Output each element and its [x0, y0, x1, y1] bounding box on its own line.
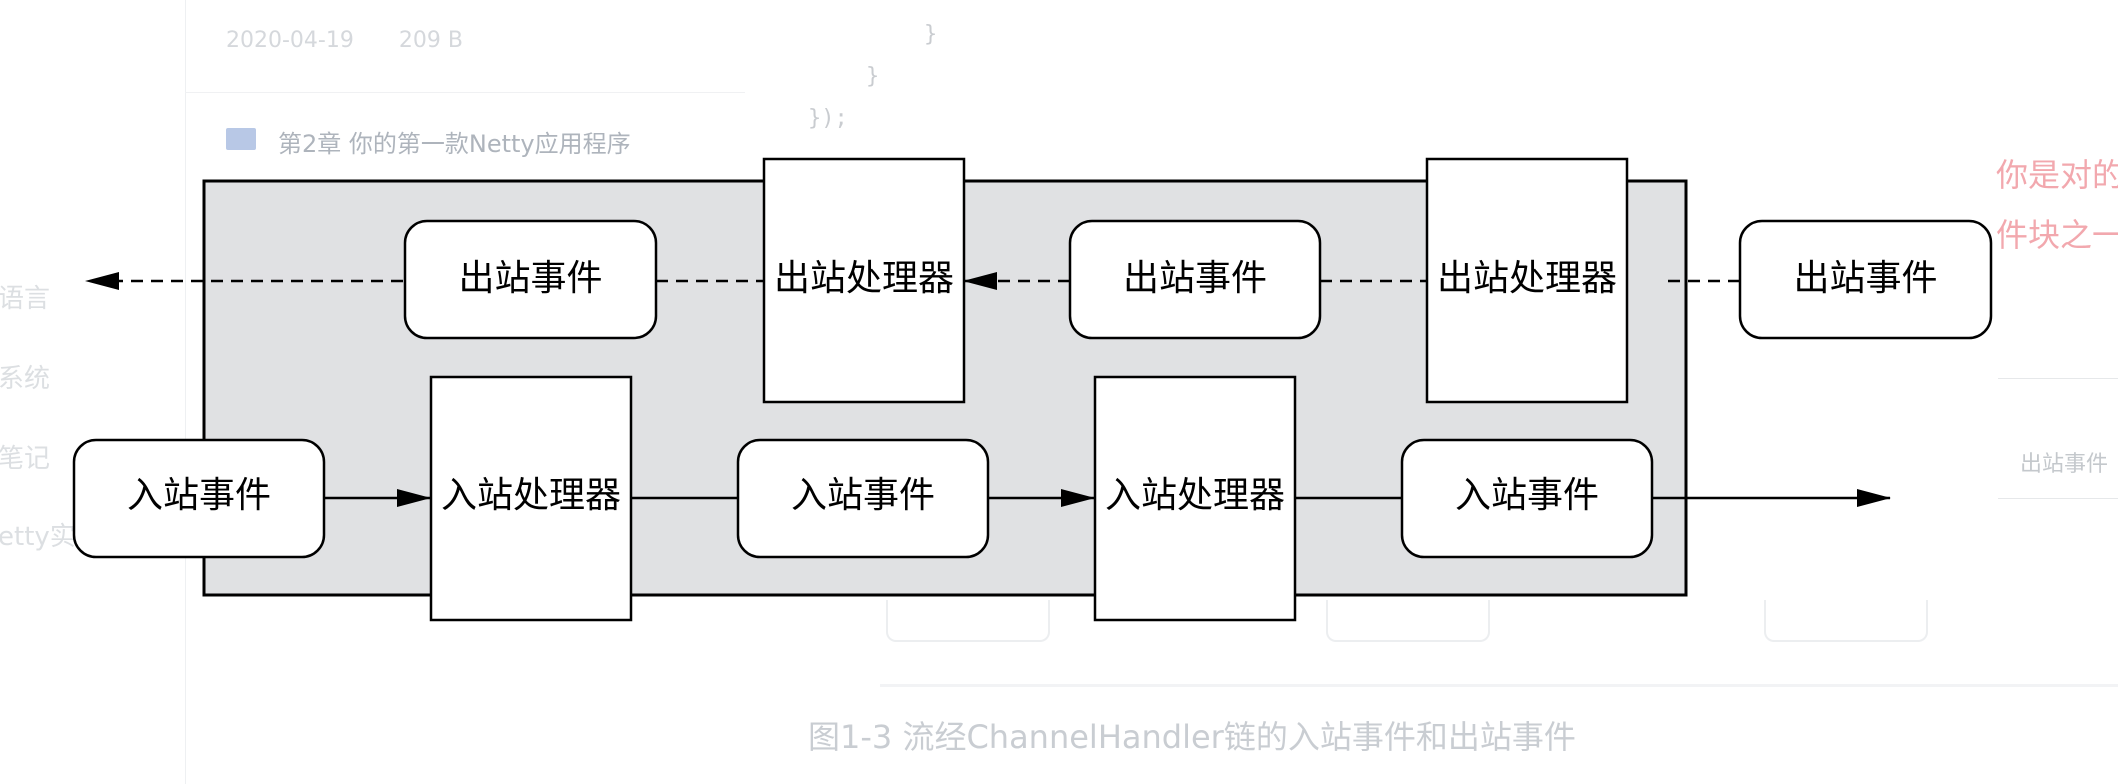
inbound-event-label: 入站事件	[791, 475, 935, 516]
inbound-event-label: 入站事件	[1455, 475, 1599, 516]
inbound-event-node: 入站事件	[736, 438, 990, 559]
sidebar-item[interactable]: 笔记	[0, 444, 51, 474]
outbound-event-node: 出站事件	[1738, 219, 1993, 340]
ghost-shape	[886, 600, 1050, 642]
article-list-panel	[185, 0, 746, 784]
highlight-text: 你是对的	[1996, 156, 2118, 194]
figure-caption: 图1-3 流经ChannelHandler链的入站事件和出站事件	[808, 718, 1576, 756]
document-icon	[226, 128, 256, 150]
divider	[1998, 378, 2118, 379]
divider	[1998, 498, 2118, 499]
sidebar-item[interactable]: 系统	[0, 364, 51, 394]
outbound-event-label: 出站事件	[1123, 258, 1267, 299]
outbound-handler-node: 出站处理器	[762, 157, 966, 404]
code-line: }	[866, 64, 880, 89]
file-meta: 2020-04-19 209 B	[226, 28, 501, 53]
inbound-handler-label: 入站处理器	[441, 475, 621, 516]
inbound-event-node: 入站事件	[72, 438, 326, 559]
outbound-handler-node: 出站处理器	[1425, 157, 1629, 404]
sidebar-item[interactable]: 语言	[0, 284, 51, 314]
ghost-shape	[1764, 600, 1928, 642]
file-size: 209 B	[398, 28, 463, 53]
code-line: }	[924, 22, 938, 47]
sidebar-item[interactable]: etty实	[0, 522, 76, 552]
ghost-shape	[1326, 600, 1490, 642]
file-date: 2020-04-19	[226, 28, 354, 53]
ghost-line	[880, 684, 2118, 687]
outbound-event-node: 出站事件	[1068, 219, 1322, 340]
inbound-event-label: 入站事件	[127, 475, 271, 516]
outbound-event-label: 出站事件	[458, 258, 602, 299]
outbound-event-node: 出站事件	[403, 219, 658, 340]
right-event-label: 出站事件	[2020, 452, 2109, 477]
outbound-event-label: 出站事件	[1793, 258, 1937, 299]
inbound-event-node: 入站事件	[1400, 438, 1654, 559]
divider	[185, 92, 745, 93]
outbound-handler-label: 出站处理器	[1437, 258, 1617, 299]
doc-title-link[interactable]: 第2章 你的第一款Netty应用程序	[278, 130, 631, 158]
inbound-handler-node: 入站处理器	[1093, 375, 1297, 622]
inbound-handler-label: 入站处理器	[1105, 475, 1285, 516]
highlight-text: 件块之一	[1996, 216, 2118, 254]
outbound-handler-label: 出站处理器	[774, 258, 954, 299]
inbound-handler-node: 入站处理器	[429, 375, 633, 622]
code-line: });	[808, 106, 848, 131]
